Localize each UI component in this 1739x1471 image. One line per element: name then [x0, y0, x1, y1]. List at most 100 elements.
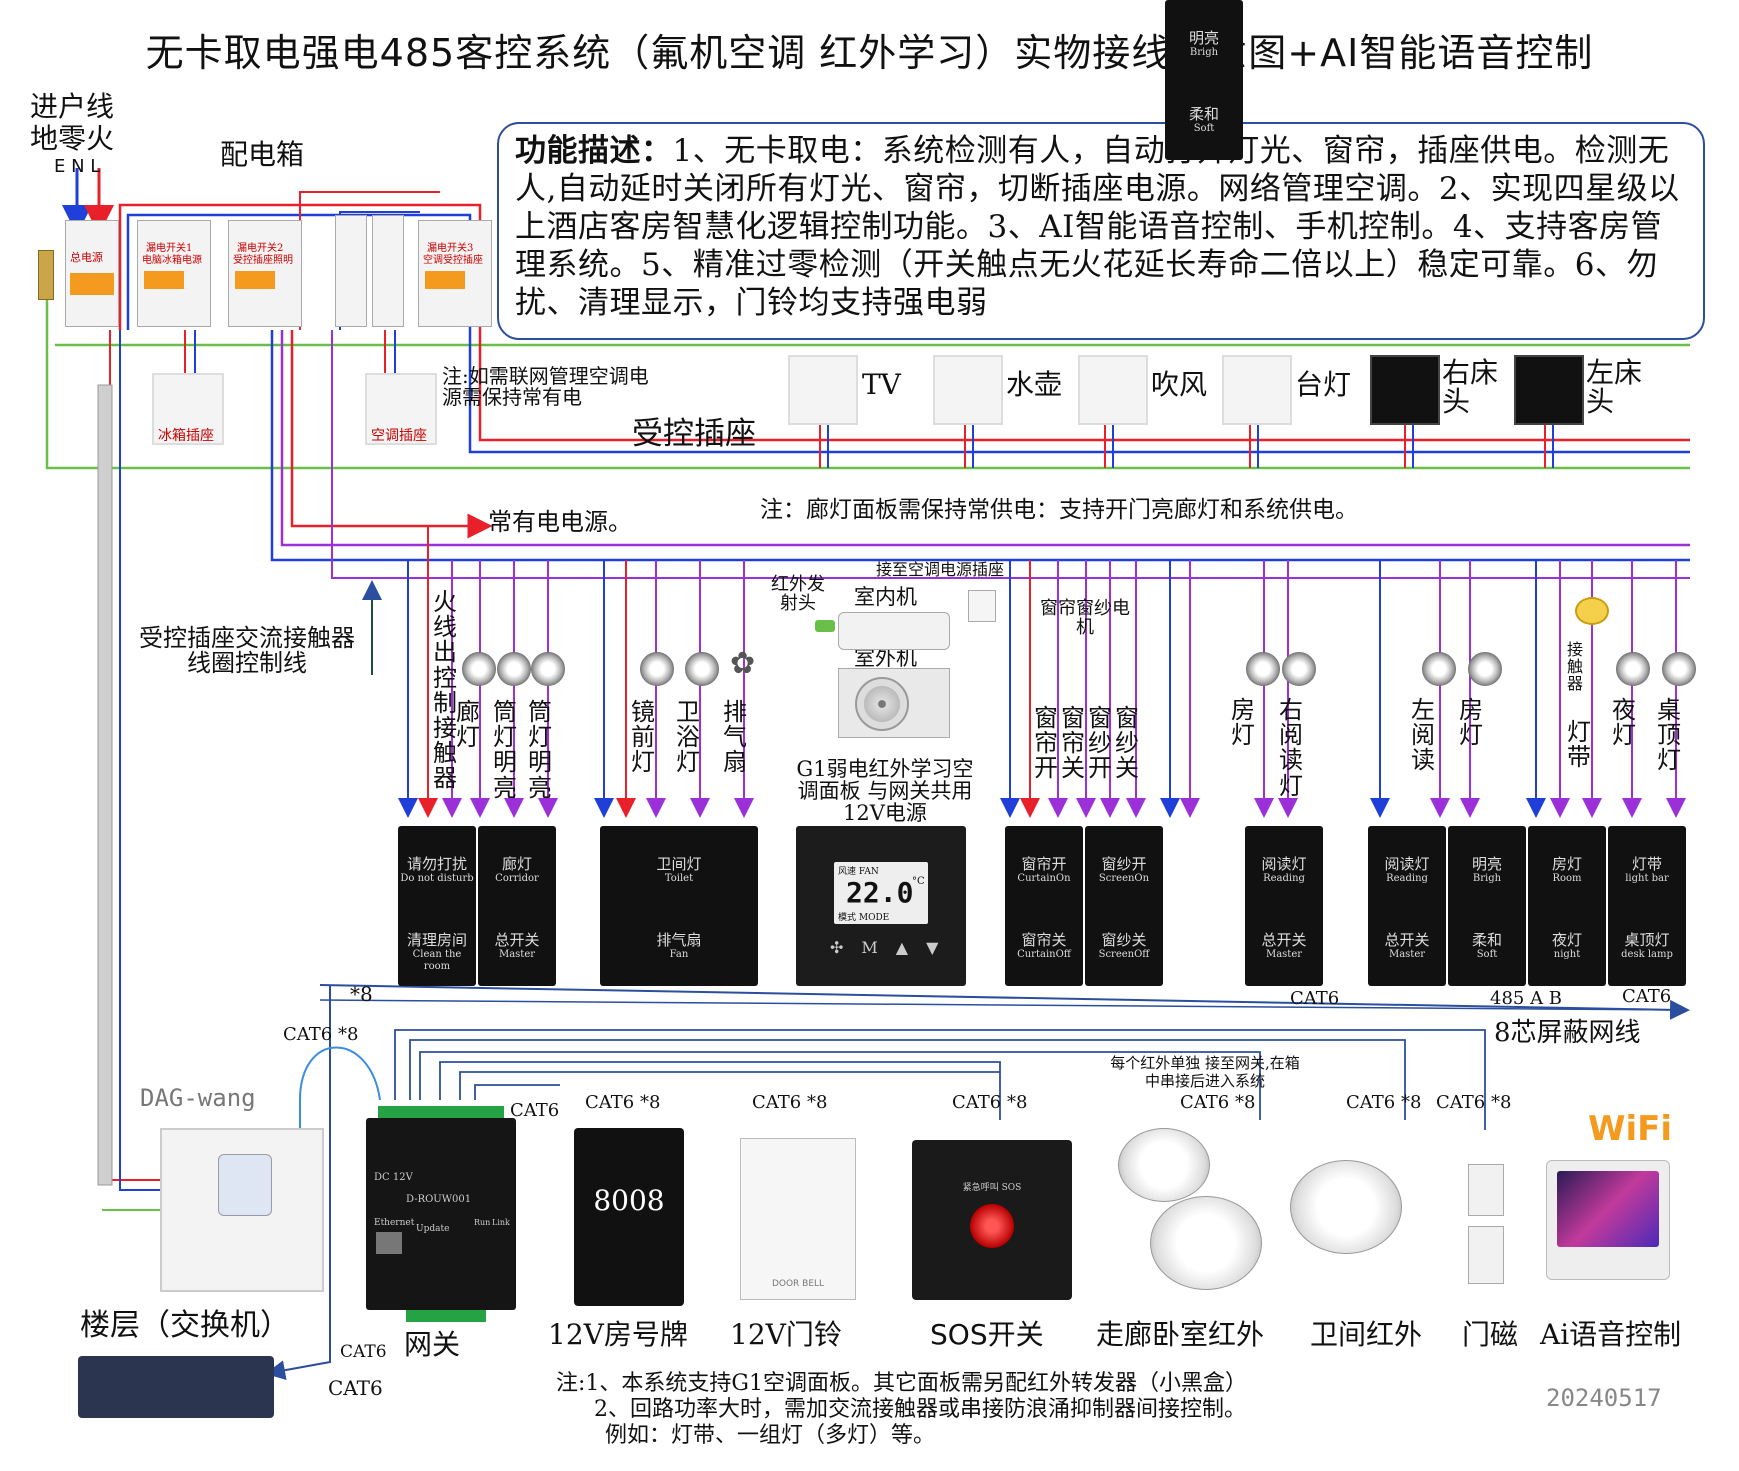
door-magnet-bottom — [1468, 1226, 1504, 1284]
desk-label: 桌顶灯 — [1657, 696, 1681, 775]
breaker-3-sub: 空调受控插座 — [423, 255, 483, 266]
ethernet-port[interactable] — [376, 1232, 402, 1254]
downlight-1-icon — [497, 652, 531, 686]
panel-toilet-top: 卫间灯 — [656, 855, 702, 873]
panel-bright-2-bottom: 柔和 — [1471, 931, 1502, 949]
fridge-socket: 冰箱插座 — [152, 373, 224, 445]
contactor-1 — [335, 215, 367, 327]
gateway-model: D-ROUW001 — [406, 1194, 472, 1205]
socket-kettle-label: 水壶 — [1006, 368, 1063, 401]
doorbell-cable-label: CAT6 *8 — [752, 1092, 828, 1113]
panel-corridor-top-en: Corridor — [495, 873, 539, 885]
fridge-socket-label: 冰箱插座 — [158, 428, 214, 444]
breaker-1: 漏电开关1 电脑冰箱电源 — [137, 220, 211, 327]
room2-lamp-label: 房灯 — [1459, 696, 1483, 750]
panel-room-top: 房灯 — [1551, 855, 1582, 873]
gateway-dc-label: DC 12V — [374, 1172, 413, 1183]
thermostat-temp: 22.0 — [846, 876, 914, 909]
contactor-label: 接触器 — [1566, 640, 1583, 693]
page-title: 无卡取电强电485客控系统（氟机空调 红外学习）实物接线示意图+AI智能语音控制 — [145, 31, 1594, 75]
panel-bright-1-top: 明亮 — [1188, 29, 1219, 47]
dag-label: DAG-wang — [140, 1084, 256, 1112]
thermostat-unit: °C — [912, 876, 925, 887]
doorbell-device: DOOR BELL — [740, 1138, 856, 1300]
footnote-2: 2、回路功率大时，需加交流接触器或串接防浪涌抑制器间接控制。 — [594, 1397, 1246, 1422]
socket-dryer-label: 吹风 — [1151, 368, 1208, 401]
bath-ir-sensor — [1290, 1160, 1402, 1254]
panel-reading-1-top: 阅读灯 — [1261, 855, 1307, 873]
sos-text: 紧急呼叫 SOS — [962, 1183, 1022, 1193]
panel-reading-1-bottom: 总开关 — [1261, 931, 1307, 949]
mirror-lamp-label: 镜前灯 — [631, 698, 655, 777]
panel-dnd-bottom-en: Clean the room — [412, 949, 462, 972]
cat6-label-right: CAT6 — [1622, 986, 1672, 1007]
corridor-lamp-label: 廊灯 — [456, 698, 480, 752]
ir-note: 每个红外单独 接至网关,在箱中串接后进入系统 — [1110, 1054, 1300, 1090]
always-on-label: 常有电电源。 — [488, 508, 632, 536]
night-lamp-icon — [1616, 652, 1650, 686]
downlight-2-label: 筒灯明亮 — [528, 698, 552, 802]
ai-screen — [1557, 1171, 1659, 1247]
panel-dnd-bottom: 清理房间 — [406, 931, 467, 949]
panel-strip-top: 灯带 — [1631, 855, 1662, 873]
inlet-label-3: E N L — [54, 156, 101, 177]
ir-emitter-icon — [815, 620, 835, 632]
panel-dnd-top-en: Do not disturb — [400, 873, 474, 885]
panel-reading-2-top-en: Reading — [1386, 873, 1428, 885]
distribution-box-label: 配电箱 — [220, 138, 305, 171]
thermostat-buttons[interactable]: ✣M▲▼ — [830, 938, 957, 957]
panel-room-bottom: 夜灯 — [1551, 931, 1582, 949]
ac-thermostat-panel[interactable]: 风速 FAN 22.0 °C 模式 MODE ✣M▲▼ — [796, 826, 966, 986]
sos-switch: 紧急呼叫 SOS — [912, 1140, 1072, 1300]
fan-icon: ✿ — [730, 646, 756, 681]
left-read-label: 左阅读 — [1411, 696, 1435, 775]
door-magnet-top — [1468, 1164, 1504, 1216]
function-description: 功能描述：1、无卡取电：系统检测有人，自动打开灯光、窗帘，插座供电。检测无人,自… — [497, 122, 1705, 340]
ir-emitter-label: 红外发射头 — [771, 574, 825, 614]
panel-reading-2-top: 阅读灯 — [1384, 855, 1430, 873]
ai-voice-label: Ai语音控制 — [1540, 1318, 1682, 1351]
room-lamp-icon — [1246, 652, 1280, 686]
ac-socket-label: 空调插座 — [371, 428, 427, 444]
bus-x8-label: *8 — [350, 982, 373, 1006]
socket-tv-label: TV — [862, 368, 901, 401]
panel-strip-bottom: 桌顶灯 — [1624, 931, 1670, 949]
night-label: 夜灯 — [1612, 696, 1636, 750]
breaker-2-sub: 受控插座照明 — [233, 255, 293, 266]
gateway-label: 网关 — [404, 1328, 461, 1361]
gateway-link-label: Link — [492, 1218, 510, 1227]
breaker-1-sub: 电脑冰箱电源 — [142, 255, 202, 266]
downlight-1-label: 筒灯明亮 — [493, 698, 517, 802]
floor-switch-label: 楼层（交换机） — [80, 1308, 290, 1343]
panel-screen-bottom: 窗纱关 — [1101, 931, 1147, 949]
room-lamp-label: 房灯 — [1231, 696, 1255, 750]
room-number-plate: 8008 — [574, 1128, 684, 1306]
sos-button-icon[interactable] — [970, 1204, 1014, 1248]
breaker-1-label: 漏电开关1 — [146, 243, 193, 254]
panel-dnd-top: 请勿打扰 — [406, 855, 467, 873]
gateway-ethernet-label: Ethernet — [374, 1218, 415, 1228]
doorbell-text: DOOR BELL — [771, 1279, 825, 1289]
panel-bright-1-bottom: 柔和 — [1188, 105, 1219, 123]
bath-lamp-icon — [685, 652, 719, 686]
desk-lamp-icon — [1662, 652, 1696, 686]
right-read-lamp-icon — [1282, 652, 1316, 686]
panel-curtain-bottom: 窗帘关 — [1021, 931, 1067, 949]
bath-lamp-label: 卫浴灯 — [676, 698, 700, 777]
panel-bright-1-top-en: Brigh — [1189, 47, 1219, 59]
thermostat-fan-label: 风速 FAN — [838, 867, 879, 877]
thermostat-mode-label: 模式 MODE — [838, 913, 890, 923]
switch-cat6-label: CAT6 — [328, 1376, 383, 1400]
curtain-open-label: 窗帘开 — [1034, 704, 1058, 783]
